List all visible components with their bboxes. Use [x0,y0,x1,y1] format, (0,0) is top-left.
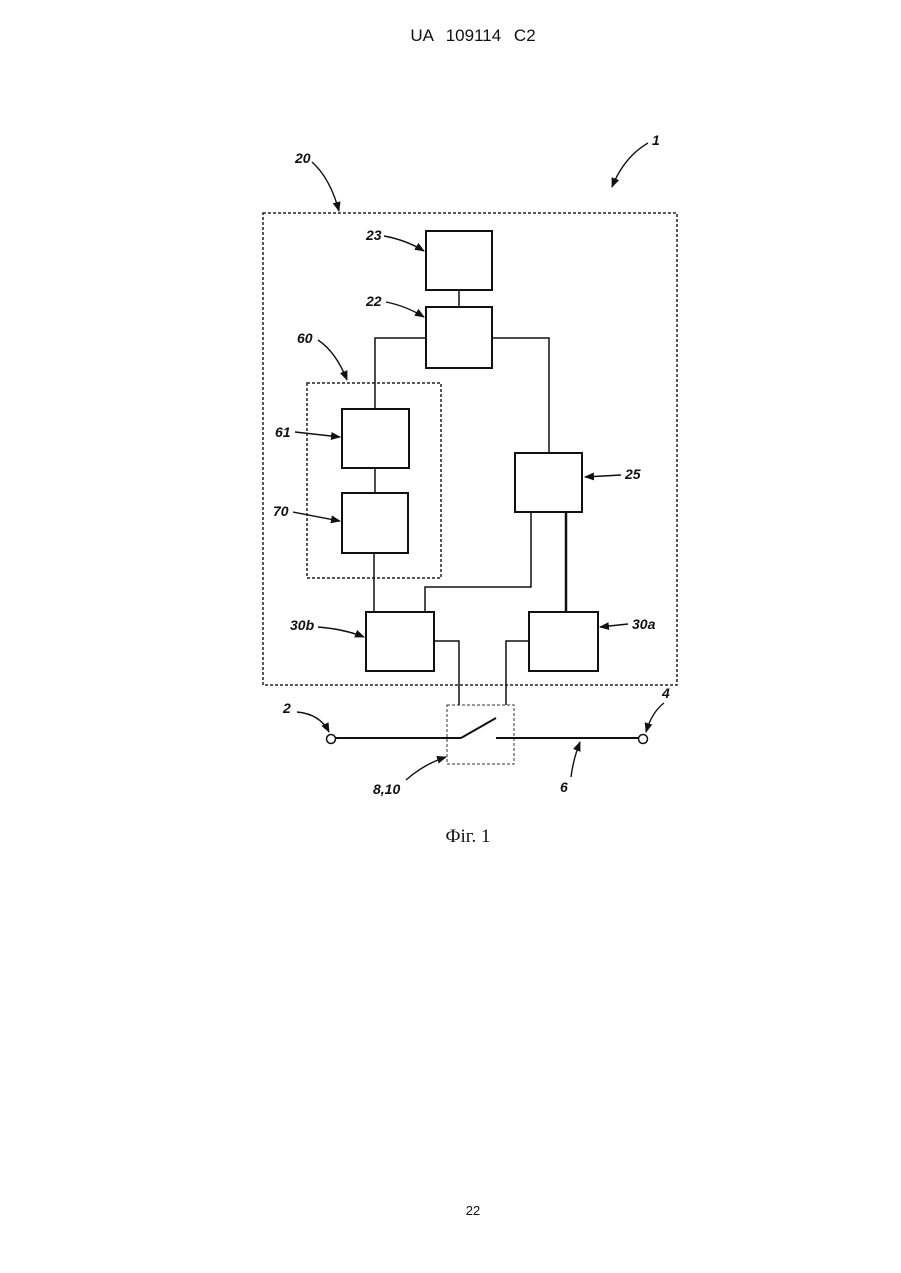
block-25 [515,453,582,512]
block-22 [426,307,492,368]
label-30b: 30b [290,617,315,633]
block-61 [342,409,409,468]
switch-boundary-8-10 [447,705,514,764]
label-22: 22 [365,293,382,309]
label-70: 70 [273,503,289,519]
label-23: 23 [365,227,382,243]
label-30a: 30a [632,616,656,632]
label-25: 25 [624,466,641,482]
label-2: 2 [282,700,291,716]
block-30b [366,612,434,671]
label-8-10: 8,10 [373,781,400,797]
label-6: 6 [560,779,568,795]
block-70 [342,493,408,553]
main-line [335,718,639,738]
label-60: 60 [297,330,313,346]
label-20: 20 [294,150,311,166]
block-30a [529,612,598,671]
block-23 [426,231,492,290]
terminal-2 [327,735,336,744]
figure-caption: Фіг. 1 [0,826,901,848]
terminal-4 [639,735,648,744]
label-4: 4 [661,685,670,701]
page-number: 22 [0,1203,901,1218]
label-61: 61 [275,424,291,440]
label-1: 1 [652,132,660,148]
